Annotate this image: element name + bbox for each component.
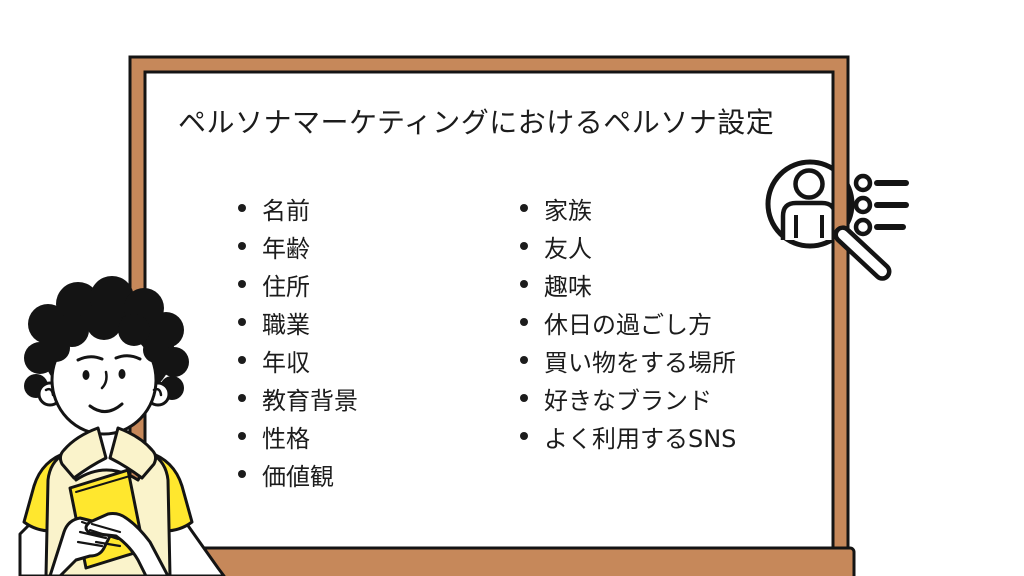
list-item-label: 年収 (262, 348, 310, 377)
bullet-icon (520, 242, 528, 250)
bullet-icon (520, 356, 528, 364)
bullet-icon (520, 432, 528, 440)
bullet-icon (238, 280, 246, 288)
person-collar (58, 426, 108, 480)
bullet-icon (238, 432, 246, 440)
list-item: 友人 (520, 227, 736, 265)
list-item: 名前 (238, 189, 358, 227)
list-item-label: 住所 (262, 272, 310, 301)
bullet-icon (238, 204, 246, 212)
list-item: 年収 (238, 341, 358, 379)
magnifier-lens-icon (765, 159, 855, 249)
page-title: ペルソナマーケティングにおけるペルソナ設定 (178, 106, 775, 139)
list-item: よく利用するSNS (520, 417, 736, 455)
list-item: 家族 (520, 189, 736, 227)
list-items-icon (853, 173, 909, 237)
list-item-label: よく利用するSNS (544, 424, 737, 453)
person-face-features (76, 354, 142, 413)
list-item: 住所 (238, 265, 358, 303)
list-item: 価値観 (238, 455, 358, 493)
list-item-label: 好きなブランド (544, 386, 712, 415)
list-item: 年齢 (238, 227, 358, 265)
list-item-label: 趣味 (544, 272, 592, 301)
person-collar (108, 426, 158, 480)
list-item-label: 教育背景 (262, 386, 358, 415)
list-item-label: 名前 (262, 196, 310, 225)
list-item: 職業 (238, 303, 358, 341)
person-hair-fringe (42, 304, 169, 363)
person-head-icon (793, 168, 825, 200)
persona-attribute-list-right: 家族 友人 趣味 休日の過ごし方 買い物をする場所 好きなブランド よく利用する… (520, 189, 736, 455)
list-item-label: 価値観 (262, 462, 334, 491)
bullet-icon (238, 356, 246, 364)
list-item: 買い物をする場所 (520, 341, 736, 379)
list-item-label: 休日の過ごし方 (544, 310, 712, 339)
list-item-label: 性格 (262, 424, 310, 453)
list-item: 休日の過ごし方 (520, 303, 736, 341)
bullet-icon (238, 242, 246, 250)
bullet-icon (520, 204, 528, 212)
bullet-icon (520, 318, 528, 326)
list-item: 性格 (238, 417, 358, 455)
list-item-label: 買い物をする場所 (544, 348, 736, 377)
persona-attribute-list-left: 名前 年齢 住所 職業 年収 教育背景 性格 価値観 (238, 189, 358, 493)
bullet-icon (520, 280, 528, 288)
list-item-label: 家族 (544, 196, 592, 225)
bullet-icon (238, 470, 246, 478)
list-item-label: 友人 (544, 234, 592, 263)
magnifier-handle-icon (833, 225, 892, 281)
bullet-icon (238, 318, 246, 326)
list-item: 教育背景 (238, 379, 358, 417)
list-item: 好きなブランド (520, 379, 736, 417)
list-item-label: 年齢 (262, 234, 310, 263)
list-item: 趣味 (520, 265, 736, 303)
bullet-icon (520, 394, 528, 402)
bullet-icon (238, 394, 246, 402)
list-item-label: 職業 (262, 310, 310, 339)
